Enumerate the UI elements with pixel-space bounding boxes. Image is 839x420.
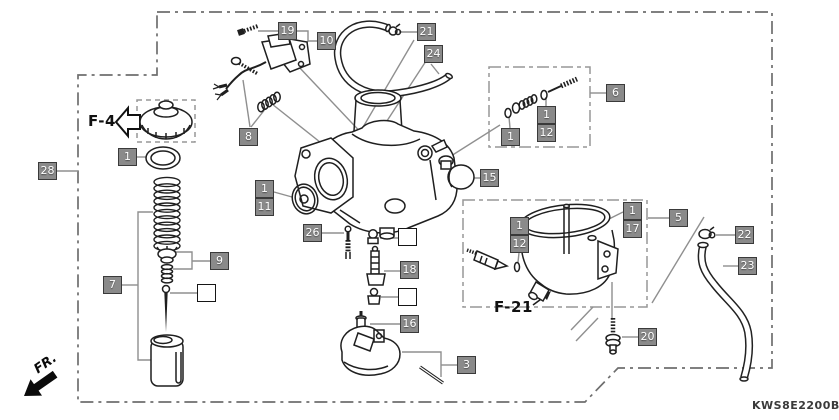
air-screw-set [504,76,579,119]
f4-detail-box [136,99,196,143]
hose-clamp-drain [698,226,716,240]
float-chamber-set-box [462,199,648,308]
jet-plug [367,229,379,245]
main-jet [367,287,381,305]
throttle-valve [150,334,184,387]
callout-11[interactable]: 11 [255,198,274,216]
callout-15[interactable]: 15 [480,169,499,187]
slow-jet [344,225,352,259]
mounting-bolt [237,24,259,36]
callout-1-body-oring[interactable]: 1 [255,180,274,198]
callout-28[interactable]: 28 [38,162,57,180]
callout-1-float-valve[interactable]: 1 [510,217,529,235]
callout-20[interactable]: 20 [638,328,657,346]
air-cut-valve-unit [212,32,311,101]
callout-1-air-screw-seal[interactable]: 1 [501,128,520,146]
drain-screw [605,318,621,355]
callout-blank-needle[interactable] [197,284,216,302]
callout-21[interactable]: 21 [417,23,436,41]
figure-ref-f4[interactable]: F-4 [88,112,116,130]
jet-needle [161,284,171,332]
callout-26[interactable]: 26 [303,224,322,242]
callout-1-air-screw-washer[interactable]: 1 [537,106,556,124]
float-pin [419,365,444,385]
callout-18[interactable]: 18 [400,261,419,279]
needle-clip-set [156,246,178,284]
callout-17[interactable]: 17 [623,220,642,238]
float-valve [466,248,521,273]
body-o-ring [291,183,319,215]
callout-22[interactable]: 22 [735,226,754,244]
f4-arrow [114,105,141,139]
callout-23[interactable]: 23 [738,257,757,275]
callout-1-bowl-gasket[interactable]: 1 [623,202,642,220]
callout-blank-jet-plug[interactable] [398,228,417,246]
main-nozzle [366,245,386,286]
callout-12-float-valve-oring[interactable]: 12 [510,235,529,253]
callout-5[interactable]: 5 [669,209,688,227]
sub-assembly-boxes [136,66,648,308]
float-chamber [519,203,619,303]
pilot-screw-set [230,56,281,113]
callout-blank-main-jet[interactable] [398,288,417,306]
drain-hose [697,241,754,382]
callout-7[interactable]: 7 [103,276,122,294]
callout-16[interactable]: 16 [400,315,419,333]
callout-12-air-screw-oring[interactable]: 12 [537,124,556,142]
figure-ref-f21[interactable]: F-21 [494,298,533,316]
diagram-boundary [77,11,773,403]
fr-direction-arrow [24,370,58,396]
part-code: KWS8E2200B [752,399,839,412]
hose-clamp-top [388,23,402,36]
callout-1-cap-seal[interactable]: 1 [118,148,137,166]
throttle-valve-spring [153,176,181,252]
callout-19[interactable]: 19 [278,22,297,40]
top-cap-seal-ring [145,146,181,170]
callout-8[interactable]: 8 [239,128,258,146]
vacuum-piston-cap [447,164,475,190]
carburetor-body [294,89,458,240]
callout-24[interactable]: 24 [424,45,443,63]
callout-9[interactable]: 9 [210,252,229,270]
callout-6[interactable]: 6 [606,84,625,102]
callout-3[interactable]: 3 [457,356,476,374]
carburetor-top-cap [139,100,193,140]
callout-10[interactable]: 10 [317,32,336,50]
float [340,325,401,376]
air-screw-set-box [488,66,591,148]
